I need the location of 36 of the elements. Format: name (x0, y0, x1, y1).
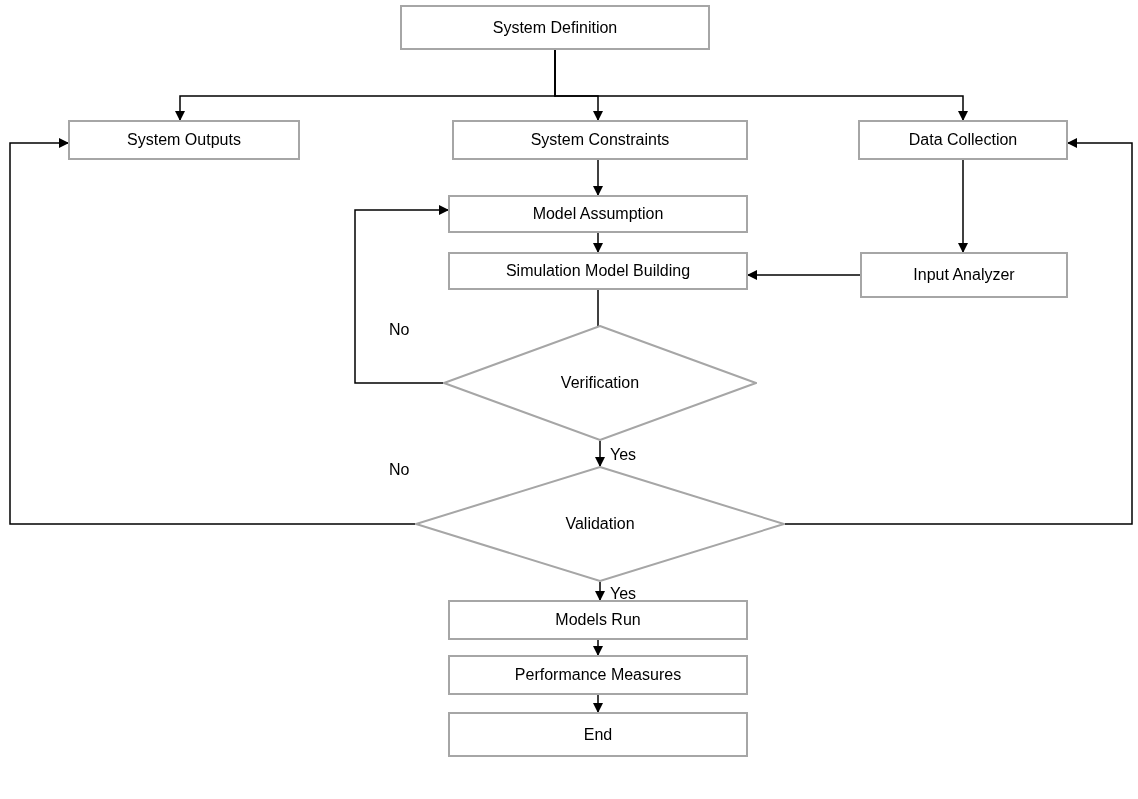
process-box (858, 120, 1068, 160)
node-label: System Definition (492, 17, 618, 38)
process-box (448, 252, 748, 290)
arrow (593, 159, 603, 196)
node-label: Model Assumption (532, 204, 664, 224)
process-box (448, 712, 748, 757)
process-box (400, 5, 710, 50)
arrow (784, 138, 1133, 525)
node-label: System Constraints (530, 130, 670, 150)
process-box (448, 195, 748, 233)
arrow (595, 440, 605, 467)
node-label: Verification (560, 373, 640, 393)
arrow (593, 694, 603, 713)
arrow (593, 639, 603, 656)
node-label: Data Collection (908, 130, 1018, 150)
arrow (595, 581, 605, 601)
arrow (9, 138, 416, 525)
arrow (747, 270, 861, 280)
node-label: System Outputs (127, 130, 241, 150)
process-box (448, 600, 748, 640)
arrow (554, 49, 968, 121)
node-label: Simulation Model Building (505, 261, 691, 281)
arrow (354, 205, 449, 384)
arrow (593, 232, 603, 253)
arrow (958, 159, 968, 253)
node-label: Performance Measures (514, 665, 682, 685)
decision-diamond (415, 466, 785, 582)
node-label: Models Run (555, 610, 641, 630)
node-label: Input Analyzer (913, 265, 1015, 285)
process-box (68, 120, 300, 160)
node-label: Validation (565, 514, 635, 534)
node-label: End (583, 724, 613, 745)
process-box (448, 655, 748, 695)
process-box (860, 252, 1068, 298)
decision-diamond (443, 325, 757, 441)
process-box (452, 120, 748, 160)
